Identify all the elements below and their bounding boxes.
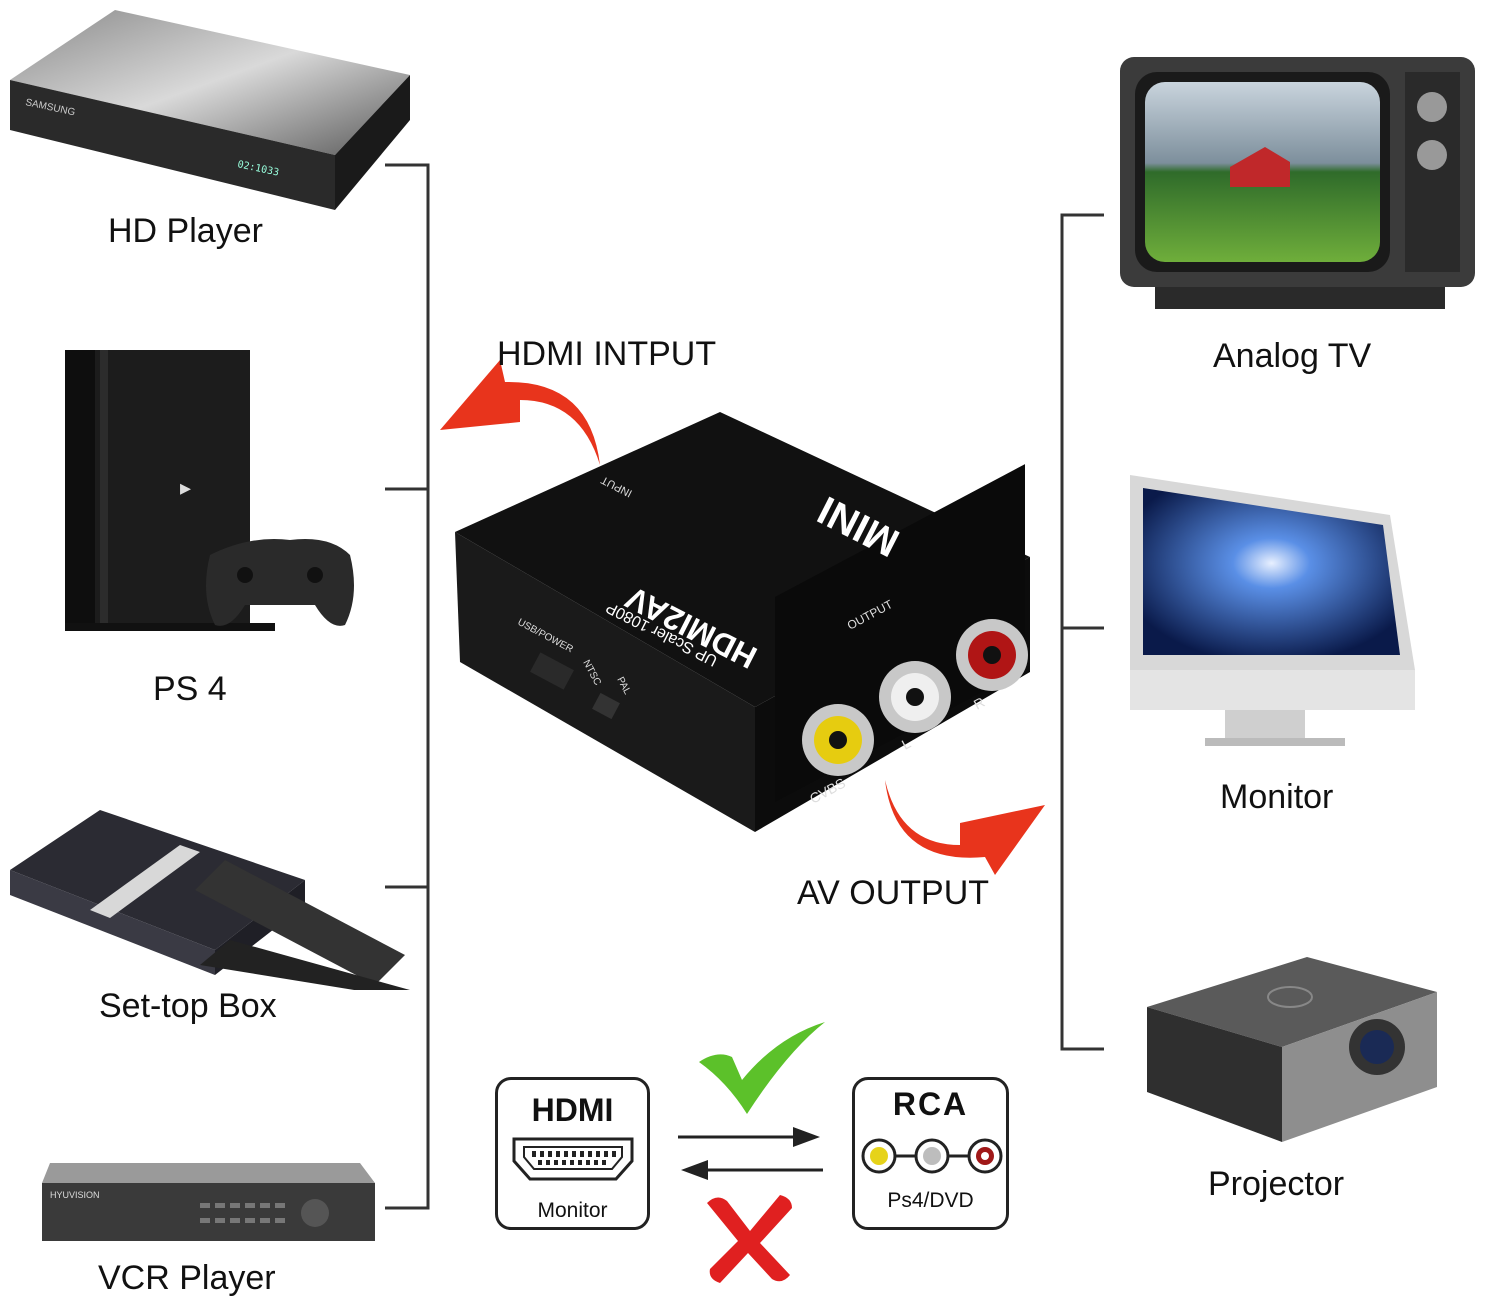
- check-icon: [697, 1022, 827, 1117]
- hdmi-legend-sub: Monitor: [537, 1199, 608, 1222]
- analog-tv-label: Analog TV: [1213, 337, 1372, 375]
- vcr-player-image: HYUVISION: [40, 1158, 380, 1248]
- vcr-brand: HYUVISION: [50, 1190, 100, 1200]
- ps4-image: ▸: [60, 345, 360, 640]
- rca-jack-white[interactable]: [879, 661, 951, 733]
- hdmi-legend-box: HDMI Monitor: [495, 1077, 650, 1230]
- projector-label: Projector: [1208, 1165, 1345, 1203]
- hd-player-label: HD Player: [108, 212, 263, 250]
- ps4-label: PS 4: [153, 670, 227, 708]
- rca-legend-sub: Ps4/DVD: [887, 1189, 974, 1212]
- output-arrow-icon: [880, 775, 1050, 885]
- rca-jack-yellow[interactable]: [802, 704, 874, 776]
- hdmi-legend-title: HDMI: [531, 1092, 614, 1128]
- monitor-label: Monitor: [1220, 778, 1334, 816]
- set-top-box-label: Set-top Box: [99, 987, 277, 1025]
- vcr-player-label: VCR Player: [98, 1259, 276, 1297]
- hdmi-port-icon: [512, 1137, 634, 1181]
- av-output-label: AV OUTPUT: [797, 874, 990, 912]
- rca-jacks-icon: [859, 1136, 1005, 1176]
- conversion-arrows-icon: [678, 1120, 823, 1190]
- cross-icon: [702, 1193, 797, 1283]
- input-arrow-icon: [440, 360, 610, 470]
- monitor-image: [1125, 470, 1420, 755]
- projector-image: [1142, 952, 1442, 1147]
- rca-jack-red[interactable]: [956, 619, 1028, 691]
- hd-player-image: SAMSUNG 02:1033: [5, 5, 415, 215]
- rca-legend-title: RCA: [892, 1086, 969, 1122]
- rca-legend-box: RCA Ps4/DVD: [852, 1077, 1009, 1230]
- hdmi2av-converter: MINI HDMI2AV UP Scaler 1080P INPUT OUTPU…: [455, 412, 1035, 837]
- analog-tv-image: [1115, 52, 1480, 314]
- set-top-box-image: [5, 800, 410, 990]
- hdmi-input-label: HDMI INTPUT: [497, 335, 717, 373]
- svg-text:▸: ▸: [180, 476, 191, 501]
